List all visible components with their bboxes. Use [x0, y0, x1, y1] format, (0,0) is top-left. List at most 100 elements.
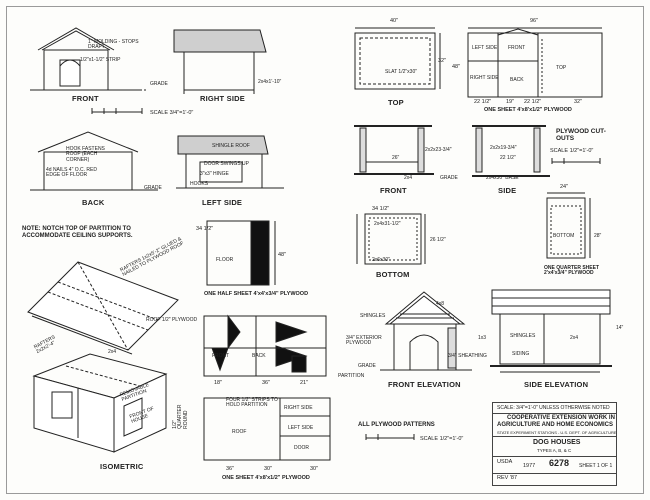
hinge-callout: 3"x3" HINGE — [200, 171, 229, 177]
side-frame-label: SIDE — [498, 186, 517, 195]
side-elevation-shingles: SHINGLES — [510, 333, 536, 339]
pattern-back: BACK — [252, 353, 266, 359]
tb-year: 1977 — [523, 463, 536, 469]
tb-org-line3: STATE EXPERIMENT STATIONS - U.S. DEPT. O… — [497, 430, 617, 435]
cutout-front: FRONT — [508, 45, 526, 51]
roof-plywood-callout: ROOF 1/2" PLYWOOD — [146, 317, 198, 323]
hooks-callout: HOOKS — [190, 181, 209, 187]
shingle-roof-callout: SHINGLE ROOF — [212, 143, 250, 149]
tb-agency: USDA — [497, 459, 513, 465]
door-swings-callout: DOOR SWINGS UP — [204, 161, 250, 167]
notch-note: NOTE: NOTCH TOP OF PARTITION TO ACCOMMOD… — [22, 226, 133, 239]
cutout-dim-3: 22 1/2" — [524, 99, 542, 105]
side-frame-drawing — [472, 125, 550, 177]
bottom-frame-w: 34 1/2" — [372, 206, 390, 212]
bottom-piece-h: 28" — [594, 233, 602, 239]
cutout-dim-1: 22 1/2" — [474, 99, 492, 105]
cutout-sheet-1-drawing — [467, 27, 603, 98]
tb-rev: REV '87 — [497, 475, 518, 481]
front-elevation-drawing — [380, 291, 472, 371]
cutout-caption: ONE SHEET 4'x8'x1/2" PLYWOOD — [484, 107, 572, 113]
front-frame-w: 2x2x23-3/4" — [425, 147, 452, 153]
front-frame-label: FRONT — [380, 186, 407, 195]
floor-sheet-label: FLOOR — [216, 257, 234, 263]
bottom-frame-drawing — [356, 213, 426, 265]
side-frame-top: 2x2x19-3/4" — [490, 145, 517, 151]
side-frame-mid: 22 1/2" — [500, 155, 516, 161]
bottom-piece-w: 24" — [560, 184, 569, 190]
tb-sheet: SHEET 1 OF 1 — [579, 463, 613, 469]
partition-callout: PARTITION — [338, 373, 365, 379]
pattern-roof-d2: 30" — [264, 466, 273, 472]
cutout-right-side: RIGHT SIDE — [470, 75, 499, 81]
cutout-dim-4: 32" — [574, 99, 583, 105]
side-elevation-1x3: 1x3 — [478, 335, 487, 341]
hook-fastens-callout: HOOK FASTENS ROOF (EACH CORNER) — [66, 146, 105, 163]
stake-callout: 2x4x1'-10" — [258, 79, 282, 85]
front-view-label: FRONT — [72, 94, 99, 103]
pattern-roof-d1: 36" — [226, 466, 235, 472]
back-view-label: BACK — [82, 198, 105, 207]
bottom-piece-label: BOTTOM — [553, 233, 575, 239]
side-elevation-height: 14" — [616, 325, 624, 331]
exterior-plywood-callout: 3/4" EXTERIOR PLYWOOD — [346, 335, 382, 347]
pattern-front: FRONT — [212, 353, 230, 359]
front-view-drawing — [30, 27, 148, 91]
scale-bar-cutouts — [551, 158, 601, 164]
isometric-drawing — [32, 353, 168, 453]
front-frame-base: 2x4 — [404, 175, 413, 181]
top-view-drawing — [354, 27, 441, 90]
bottom-piece-drawing — [546, 192, 591, 259]
top-view-width: 40" — [390, 18, 399, 24]
cutout-top: TOP — [556, 65, 567, 71]
molding-callout: 1" MOLDING - STOPS DRAFT — [88, 39, 139, 51]
grade-label-2: GRADE — [144, 185, 162, 191]
plywood-cutouts-heading: PLYWOOD CUT-OUTS — [556, 128, 606, 143]
quarter-round-callout: 1/2" QUARTER ROUND — [172, 404, 189, 429]
pattern-roof-d3: 30" — [310, 466, 319, 472]
scale-cutouts: SCALE 1/2"=1'-0" — [550, 148, 594, 154]
floor-sheet-caption: ONE HALF SHEET 4'x4'x3/4" PLYWOOD — [204, 291, 309, 297]
bottom-piece-caption: ONE QUARTER SHEET 2'x4'x3/4" PLYWOOD — [544, 265, 600, 277]
tb-plan-no: 6278 — [549, 458, 570, 468]
front-elevation-label: FRONT ELEVATION — [388, 380, 461, 389]
strips-note: FOUR 1/2" STRIPS TO HOLD PARTITION — [226, 397, 278, 409]
front-frame-drawing — [354, 125, 434, 175]
bottom-frame-a: 2x4x31-1/2" — [374, 221, 401, 227]
tb-title: DOG HOUSES — [533, 439, 581, 446]
shingles-callout: SHINGLES — [360, 313, 386, 319]
nails-callout: 4d NAILS 4" O.C. RED EDGE OF FLOOR — [46, 167, 97, 179]
side-elevation-drawing — [490, 289, 612, 373]
back-view-drawing — [30, 131, 158, 191]
floor-sheet-w: 34 1/2" — [196, 226, 214, 232]
title-block: SCALE: 3/4"=1'-0" UNLESS OTHERWISE NOTED… — [492, 402, 617, 486]
grade-label-4: GRADE — [358, 363, 376, 369]
left-side-view-drawing — [176, 135, 284, 189]
isometric-2x4: 2x4 — [108, 349, 117, 355]
pattern-right-side: RIGHT SIDE — [284, 405, 313, 411]
cutout-back: BACK — [510, 77, 524, 83]
cutout-width: 96" — [530, 18, 539, 24]
top-view-slat: SLAT 1/2"x30" — [385, 69, 417, 75]
floor-sheet-drawing — [206, 220, 276, 286]
tb-subtitle: TYPES A, B, & C — [537, 448, 572, 453]
tb-org-line2: AGRICULTURE AND HOME ECONOMICS — [497, 422, 613, 428]
roof-assembly-drawing — [27, 261, 179, 355]
floor-sheet-h: 48" — [278, 252, 287, 258]
pattern-d3: 21" — [300, 380, 309, 386]
isometric-label: ISOMETRIC — [100, 462, 144, 471]
left-side-view-label: LEFT SIDE — [202, 198, 243, 207]
top-view-depth: 32" — [438, 58, 447, 64]
pattern-d1: 18" — [214, 380, 223, 386]
pattern-left-side: LEFT SIDE — [288, 425, 314, 431]
pattern-door: DOOR — [294, 445, 309, 451]
right-side-view-label: RIGHT SIDE — [200, 94, 245, 103]
pattern-d2: 36" — [262, 380, 271, 386]
front-frame-h: 26" — [392, 155, 400, 161]
all-patterns-label: ALL PLYWOOD PATTERNS — [358, 422, 435, 428]
scale-bar-patterns — [365, 434, 415, 440]
sheathing-callout: 3/4" SHEATHING — [448, 353, 487, 359]
strip-callout: 1/2"x1-1/2" STRIP — [80, 57, 121, 63]
grade-label: GRADE — [150, 81, 168, 87]
